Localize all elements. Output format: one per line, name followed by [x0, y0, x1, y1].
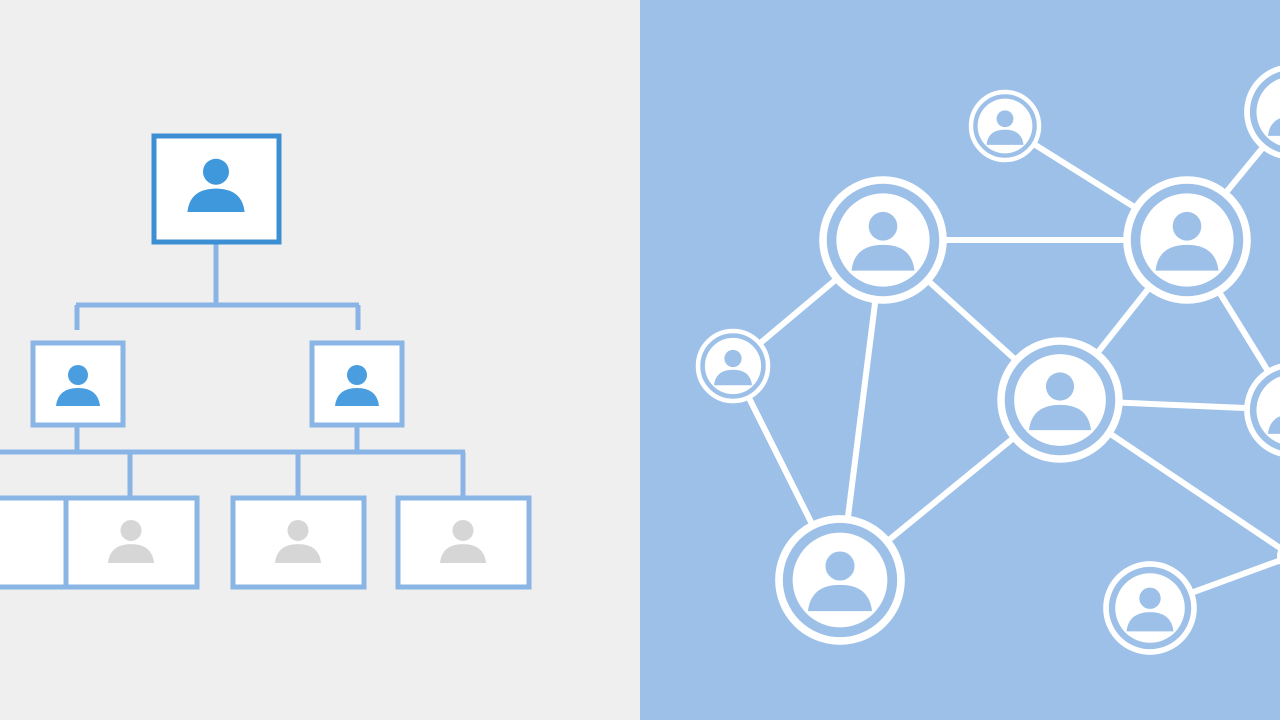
person-body: [1268, 416, 1280, 434]
person-icon: [335, 365, 379, 406]
network-graph: [695, 65, 1280, 655]
network-node: [1103, 561, 1197, 655]
network-node: [968, 89, 1042, 163]
person-body: [1126, 612, 1174, 632]
person-icon: [439, 519, 487, 563]
person-icon: [986, 110, 1024, 145]
person-head: [287, 519, 309, 541]
person-head: [825, 551, 855, 581]
person-head: [1139, 587, 1161, 609]
network-node: [997, 337, 1123, 463]
person-body: [107, 544, 155, 563]
bottom-level-box: [230, 495, 367, 590]
network-node: [1244, 65, 1280, 159]
person-body: [56, 388, 100, 406]
bottom-level-box: [63, 495, 200, 590]
network-node: [1123, 176, 1251, 304]
bottom-level-box: [395, 495, 532, 590]
person-head: [120, 519, 142, 541]
person-icon: [1155, 211, 1219, 271]
person-head: [724, 349, 742, 368]
person-icon: [1268, 118, 1280, 136]
person-body: [986, 129, 1024, 145]
network-node: [1244, 363, 1280, 457]
person-head: [868, 211, 898, 241]
person-head: [996, 110, 1014, 128]
person-head: [347, 365, 367, 385]
person-icon: [1029, 372, 1091, 431]
person-head: [1172, 211, 1202, 241]
person-icon: [1268, 416, 1280, 434]
org-chart-hierarchy: [0, 133, 532, 590]
person-body: [1155, 244, 1219, 271]
person-icon: [851, 211, 915, 271]
person-body: [1029, 404, 1091, 431]
person-body: [1268, 118, 1280, 136]
person-body: [335, 388, 379, 406]
person-icon: [107, 519, 155, 563]
person-body: [187, 188, 245, 212]
person-body: [274, 544, 322, 563]
person-body: [714, 369, 752, 386]
person-head: [1045, 372, 1075, 401]
network-node: [819, 176, 947, 304]
person-icon: [808, 551, 872, 612]
person-head: [203, 158, 229, 185]
person-icon: [56, 365, 100, 406]
network-node: [695, 328, 771, 404]
person-head: [452, 519, 474, 541]
network-node: [775, 515, 905, 645]
person-icon: [714, 349, 752, 386]
person-icon: [187, 158, 245, 212]
person-icon: [274, 519, 322, 563]
person-body: [808, 584, 872, 612]
person-head: [68, 365, 88, 385]
person-body: [851, 244, 915, 271]
person-body: [439, 544, 487, 563]
person-icon: [1126, 587, 1174, 632]
